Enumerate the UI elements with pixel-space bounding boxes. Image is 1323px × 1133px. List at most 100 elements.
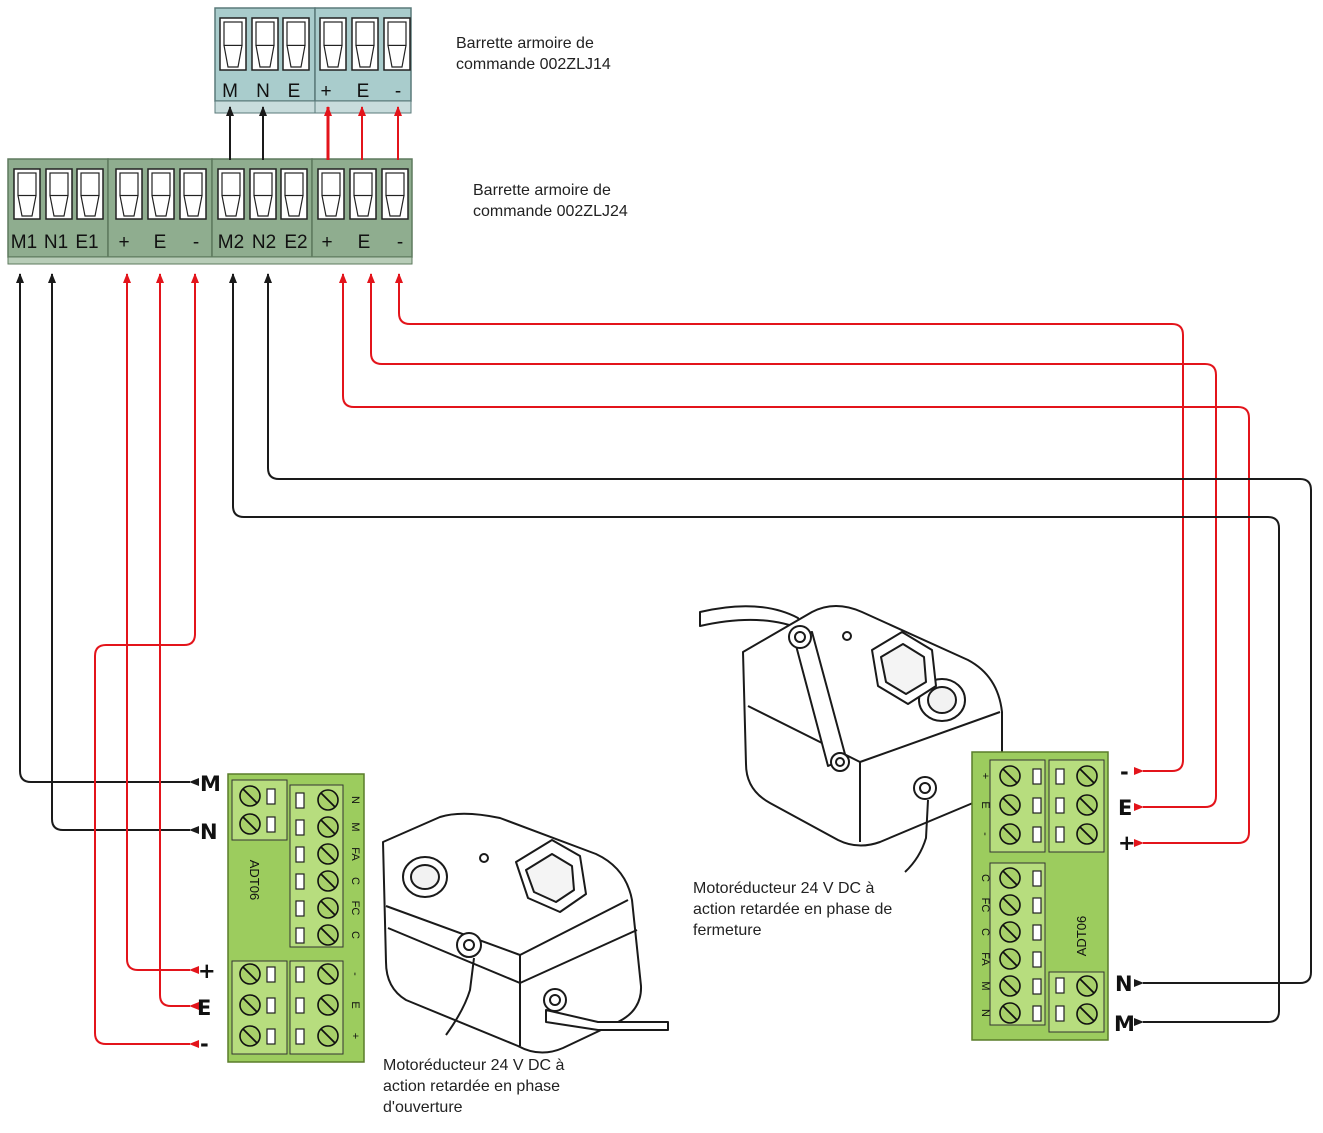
label-M-right: M — [1114, 1012, 1135, 1036]
board-label-adt06-left: ADT06 — [247, 860, 262, 900]
pin-contact — [295, 846, 305, 863]
pin-contact — [1055, 977, 1065, 994]
pin-contact — [1032, 768, 1042, 785]
strip24-terminal-label: - — [397, 232, 403, 253]
screw-terminal — [999, 765, 1021, 787]
pin-contact — [295, 966, 305, 983]
terminal-label: - — [349, 972, 361, 976]
strip14-terminal-label: + — [320, 81, 331, 102]
label-N-left: N — [200, 820, 218, 844]
strip24-terminal-label: - — [193, 232, 199, 253]
screw-terminal — [999, 1002, 1021, 1024]
screw-terminal — [999, 921, 1021, 943]
screw-terminal — [1076, 823, 1098, 845]
strip14-terminal-label: E — [357, 81, 370, 102]
caption-closing-line1: Motoréducteur 24 V DC à — [693, 880, 875, 897]
strip24-slot-9 — [317, 168, 345, 220]
pin-contact — [1055, 768, 1065, 785]
pin-contact — [1055, 1005, 1065, 1022]
screw-terminal — [1076, 975, 1098, 997]
strip24-slot-8 — [280, 168, 308, 220]
terminal-label: FC — [349, 901, 361, 916]
strip14-terminal-label: E — [288, 81, 301, 102]
screw-terminal — [239, 994, 261, 1016]
link-wires-14-24 — [226, 106, 402, 160]
gear-motor-left-illustration — [382, 812, 669, 1054]
pin-contact — [266, 816, 276, 833]
label-M-left: M — [200, 772, 221, 796]
wire-N1 — [48, 273, 199, 834]
pin-contact — [1055, 797, 1065, 814]
caption-strip-002ZLJ24: Barrette armoire de commande 002ZLJ24 — [473, 180, 628, 222]
pin-contact — [1055, 826, 1065, 843]
terminal-label: E — [979, 801, 991, 808]
strip14-terminal-label: - — [395, 81, 401, 102]
strip24-terminal-label: E2 — [284, 232, 307, 253]
wire-plus-1 — [123, 273, 199, 974]
pin-contact — [295, 997, 305, 1014]
pin-contact — [295, 1028, 305, 1045]
pin-contact — [266, 997, 276, 1014]
strip24-slot-6 — [217, 168, 245, 220]
pin-contact — [1032, 951, 1042, 968]
wires-motor-left — [16, 273, 199, 1048]
board-label-adt06-right: ADT06 — [1074, 916, 1089, 956]
strip24-terminal-label: + — [321, 232, 332, 253]
caption-strip24-line1: Barrette armoire de — [473, 182, 611, 199]
strip24-terminal-label: E — [154, 232, 167, 253]
wire-labels-left: M N + E - — [197, 772, 221, 1056]
terminal-label: C — [349, 877, 361, 885]
label-plus-right: + — [1118, 831, 1136, 855]
pin-contact — [266, 966, 276, 983]
screw-terminal — [999, 823, 1021, 845]
strip24-slot-4 — [147, 168, 175, 220]
strip14-slot-3 — [319, 17, 347, 71]
caption-opening-line1: Motoréducteur 24 V DC à — [383, 1057, 565, 1074]
pin-contact — [1032, 1005, 1042, 1022]
screw-terminal — [999, 894, 1021, 916]
screw-terminal — [317, 843, 339, 865]
label-E-left: E — [197, 996, 211, 1020]
caption-motor-opening: Motoréducteur 24 V DC à action retardée … — [383, 1055, 564, 1118]
caption-opening-line2: action retardée en phase — [383, 1078, 561, 1095]
pin-contact — [295, 819, 305, 836]
strip24-terminal-label: + — [118, 232, 129, 253]
strip24-terminal-label: N1 — [44, 232, 68, 253]
strip14-slot-4 — [351, 17, 379, 71]
strip24-slot-3 — [115, 168, 143, 220]
label-minus-left: - — [200, 1032, 209, 1056]
strip24-slot-10 — [349, 168, 377, 220]
screw-terminal — [1076, 1003, 1098, 1025]
label-N-right: N — [1115, 972, 1133, 996]
strip24-terminal-label: M2 — [218, 232, 244, 253]
caption-strip14-line1: Barrette armoire de — [456, 35, 594, 52]
screw-terminal — [317, 789, 339, 811]
screw-terminal — [999, 867, 1021, 889]
caption-closing-line2: action retardée en phase de — [693, 901, 893, 918]
strip24-slot-1 — [45, 168, 73, 220]
pin-contact — [1032, 924, 1042, 941]
terminal-label: M — [349, 822, 361, 831]
pin-contact — [1032, 797, 1042, 814]
caption-opening-line3: d'ouverture — [383, 1099, 463, 1116]
label-minus-right: - — [1120, 760, 1129, 784]
pin-contact — [266, 1028, 276, 1045]
wire-labels-right: - E + N M — [1114, 760, 1136, 1036]
strip14-slot-1 — [251, 17, 279, 71]
screw-terminal — [317, 816, 339, 838]
strip24-terminal-label: N2 — [252, 232, 276, 253]
terminal-label: + — [979, 773, 991, 779]
gear-motor-right-illustration — [699, 605, 1003, 873]
strip24-terminal-label: E1 — [75, 232, 98, 253]
terminal-label: FA — [349, 847, 361, 861]
wire-M1 — [16, 273, 199, 786]
screw-terminal — [1076, 765, 1098, 787]
terminal-label: M — [979, 981, 991, 990]
wires-motor-right — [229, 273, 1312, 1026]
label-E-right: E — [1118, 796, 1132, 820]
strip24-slot-2 — [76, 168, 104, 220]
screw-terminal — [239, 785, 261, 807]
terminal-label: + — [349, 1033, 361, 1039]
strip14-terminal-label: M — [222, 81, 238, 102]
